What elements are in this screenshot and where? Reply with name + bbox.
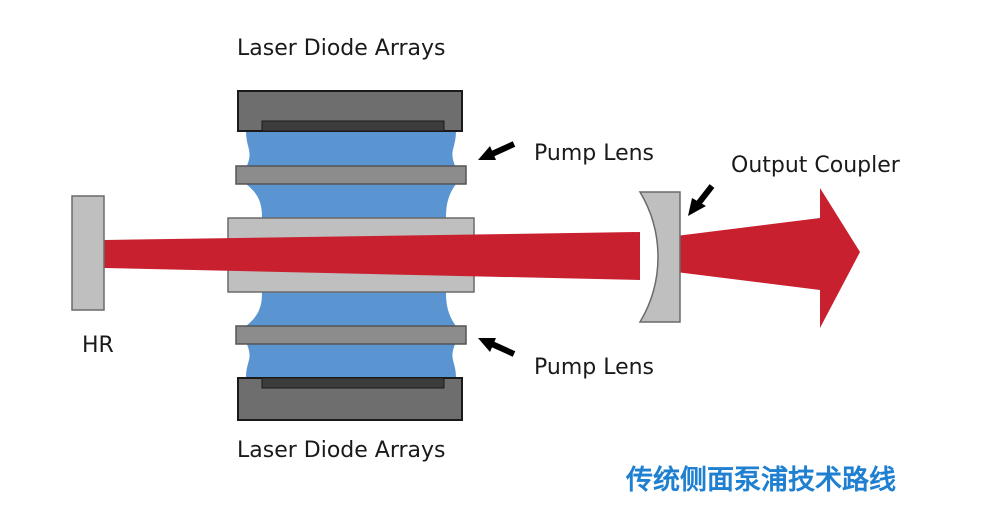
bottom-laser-diode-emitter [261,377,445,389]
output-coupler-pointer-arrow [688,184,715,216]
output-beam-arrow [676,188,860,328]
laser-beam [104,232,640,280]
top-pump-lens [235,165,467,185]
pump-lens-top-label: Pump Lens [534,141,655,166]
upper-pump-light [246,184,456,218]
output-coupler-mirror [638,191,681,323]
pump-lens-bottom-pointer-arrow [478,338,516,357]
laser-diode-arrays-top-label: Laser Diode Arrays [237,36,446,61]
hr-label: HR [82,333,114,358]
hr-mirror [71,195,105,311]
pump-lens-bottom-label: Pump Lens [534,355,655,380]
pump-lens-top-pointer-arrow [478,141,516,160]
laser-diode-arrays-bottom-label: Laser Diode Arrays [237,438,446,463]
output-coupler-label: Output Coupler [731,153,900,178]
bottom-pump-lens [235,325,467,345]
top-pump-light [246,130,456,168]
bottom-pump-light [246,342,456,378]
caption-title: 传统侧面泵浦技术路线 [626,465,896,496]
lower-pump-light [246,292,456,326]
top-laser-diode-emitter [261,120,445,132]
